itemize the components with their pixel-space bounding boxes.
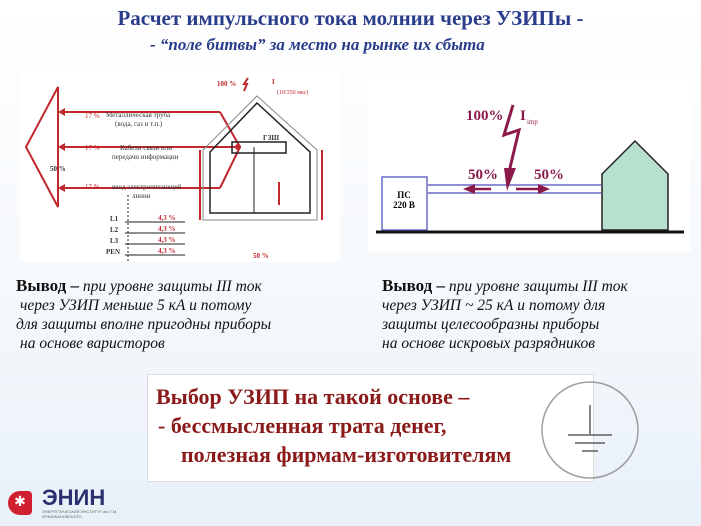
imp-label: I bbox=[272, 78, 275, 86]
left-diagram: 100 % I (10/350 мкс) 17 % Металлическая … bbox=[20, 70, 340, 262]
text-line: на основе варисторов bbox=[20, 335, 165, 352]
ps-voltage: 220 В bbox=[393, 200, 415, 210]
lightning-icon bbox=[501, 104, 522, 173]
line-name: L3 bbox=[110, 237, 119, 245]
text-line: через УЗИП ~ 25 кА и потому для bbox=[382, 297, 606, 314]
pipe-label-2: (вода, газ и т.п.) bbox=[115, 120, 163, 128]
conclusion-left: Вывод – при уровне защиты III ток через … bbox=[16, 276, 271, 353]
top-pct: 100% bbox=[466, 108, 504, 124]
left-pct: 50% bbox=[468, 167, 498, 183]
logo-icon: ✱ bbox=[8, 491, 32, 515]
line-pct: 4,3 % bbox=[158, 236, 176, 244]
wave-label: (10/350 мкс) bbox=[277, 89, 308, 96]
pipe-label: Металлическая труба bbox=[106, 111, 171, 119]
imp-label: I bbox=[520, 108, 526, 124]
box-line: Выбор УЗИП на такой основе – bbox=[156, 384, 470, 409]
power-pct: 17 % bbox=[85, 183, 100, 191]
conclusion-head: Вывод – bbox=[16, 276, 80, 295]
box-line: - бессмысленная трата денег, bbox=[158, 413, 447, 438]
text-line: при уровне защиты III ток bbox=[79, 278, 262, 295]
watermark-seal bbox=[541, 381, 639, 479]
line-name: PEN bbox=[106, 248, 120, 256]
summary-box: Выбор УЗИП на такой основе – - бессмысле… bbox=[147, 374, 594, 482]
text-line: через УЗИП меньше 5 кА и потому bbox=[20, 297, 252, 314]
line-pct: 4,3 % bbox=[158, 225, 176, 233]
right-diagram: 100% I imp 50% 50% ПС 220 В bbox=[368, 80, 690, 252]
ps-label: ПС bbox=[397, 190, 411, 200]
text-line: при уровне защиты III ток bbox=[445, 278, 628, 295]
power-label-2: линии bbox=[132, 192, 151, 200]
cable-label-2: передачи информации bbox=[112, 153, 179, 161]
line-pct: 4,3 % bbox=[158, 214, 176, 222]
right-pct: 50% bbox=[534, 167, 564, 183]
ground-pct: 50 % bbox=[253, 252, 269, 260]
lightning-icon bbox=[242, 77, 249, 92]
text-line: на основе искровых разрядников bbox=[382, 335, 595, 352]
slide-subtitle: - “поле битвы” за место на рынке их сбыт… bbox=[150, 35, 485, 54]
text-line: защиты целесообразны приборы bbox=[382, 316, 600, 333]
logo: ✱ ЭНИН ЭНЕРГЕТИЧЕСКИЙ ИНСТИТУТ им. Г.М. … bbox=[8, 487, 122, 519]
box-line: полезная фирмам-изготовителям bbox=[181, 442, 512, 467]
imp-sub: imp bbox=[527, 118, 538, 126]
line-name: L1 bbox=[110, 215, 119, 223]
line-pct: 4,3 % bbox=[158, 247, 176, 255]
conclusion-head: Вывод – bbox=[382, 276, 446, 295]
cable-label: Кабели связи или bbox=[120, 144, 172, 152]
logo-sub: ЭНЕРГЕТИЧЕСКИЙ ИНСТИТУТ им. Г.М. КРЖИЖАН… bbox=[42, 509, 118, 519]
left-pct: 50 % bbox=[50, 165, 66, 173]
pipe-pct: 17 % bbox=[85, 112, 100, 120]
line-name: L2 bbox=[110, 226, 119, 234]
logo-name: ЭНИН bbox=[42, 485, 106, 510]
top-pct: 100 % bbox=[217, 80, 236, 88]
power-label: ввод электропитающей bbox=[112, 183, 182, 191]
slide-title: Расчет импульсного тока молнии через УЗИ… bbox=[117, 6, 584, 30]
text-line: для защиты вполне пригодны приборы bbox=[16, 316, 272, 333]
gzsh-label: ГЗШ bbox=[263, 134, 279, 142]
conclusion-right: Вывод – при уровне защиты III ток через … bbox=[382, 276, 628, 353]
cable-pct: 17 % bbox=[85, 144, 100, 152]
